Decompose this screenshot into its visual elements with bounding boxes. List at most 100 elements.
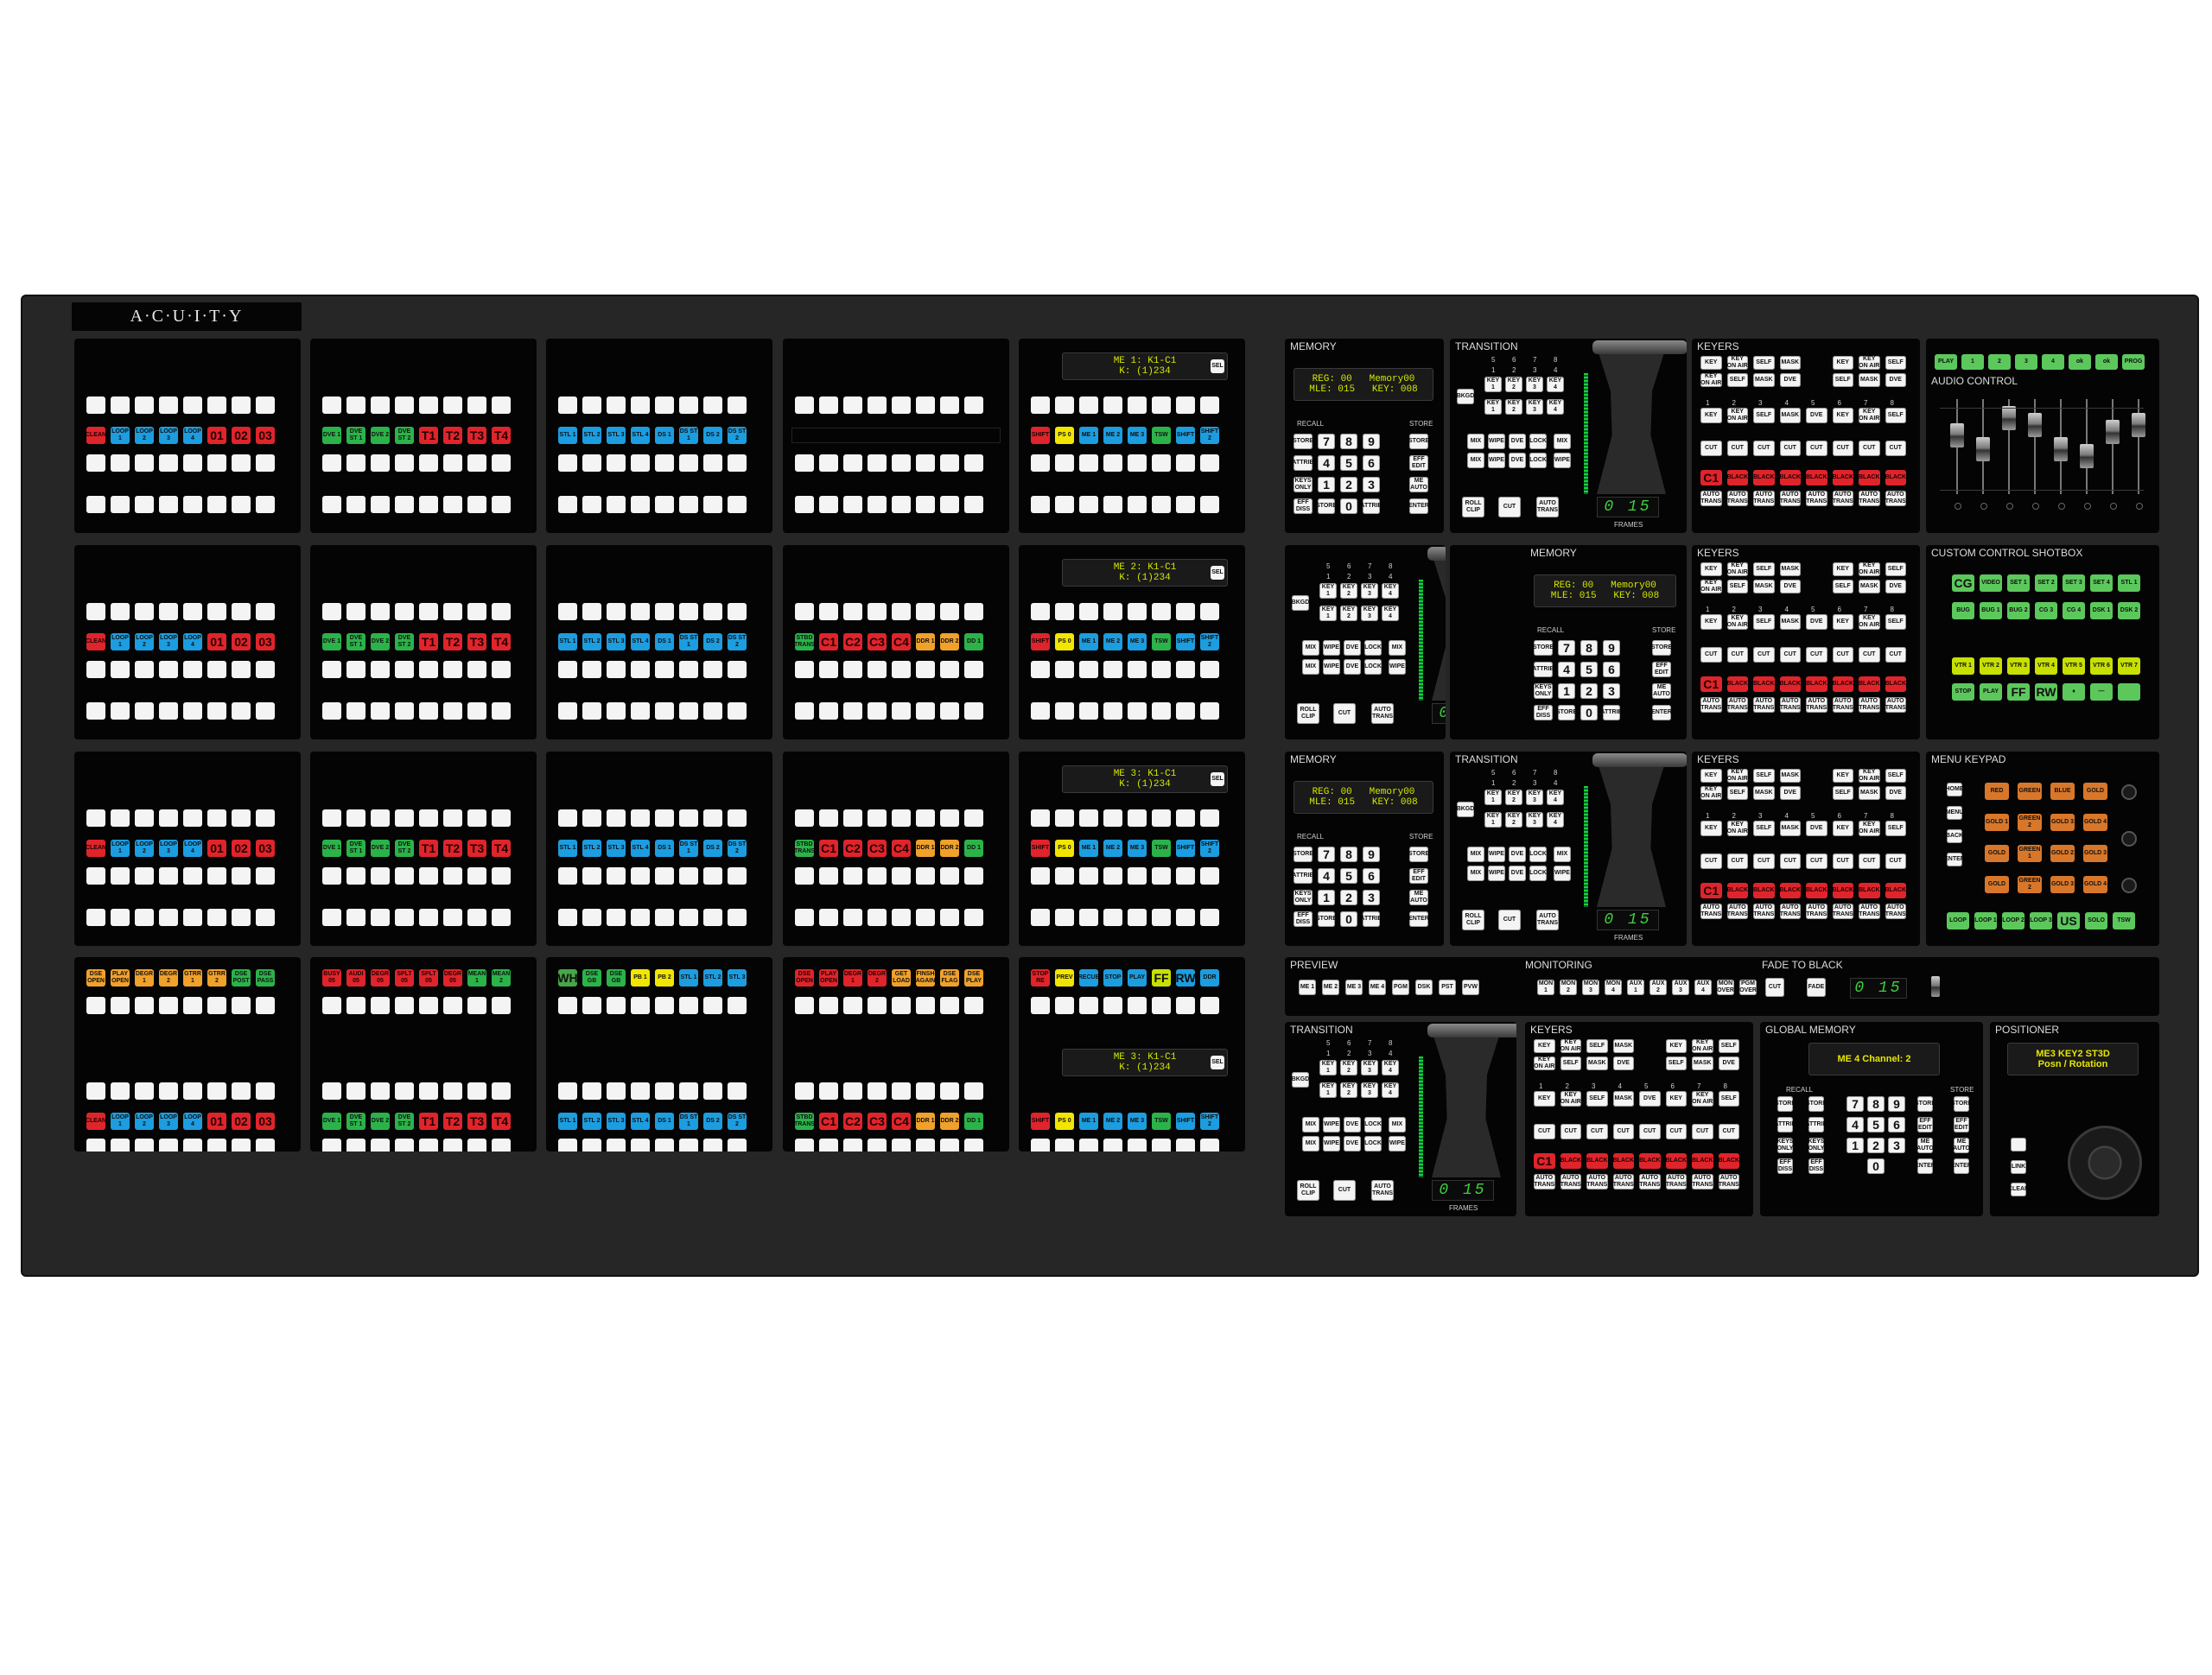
source-button[interactable]: STL 1 <box>558 840 577 857</box>
crosspoint-button-0[interactable] <box>322 1139 341 1152</box>
source-button[interactable]: 02 <box>232 840 251 857</box>
crosspoint-button-1[interactable] <box>1055 1139 1074 1152</box>
crosspoint-button-0[interactable] <box>558 1139 577 1152</box>
monitoring-button[interactable]: AUX 2 <box>1649 980 1667 995</box>
crosspoint-button-5[interactable] <box>1152 397 1171 414</box>
crosspoint-button-1[interactable] <box>111 1139 130 1152</box>
crosspoint-button-5[interactable] <box>679 1082 698 1100</box>
crosspoint-button-5[interactable] <box>207 603 226 620</box>
crosspoint-button-4[interactable] <box>892 997 911 1014</box>
crosspoint-button-5[interactable] <box>443 661 462 678</box>
keypad-side-key[interactable]: ENTER <box>1409 911 1428 927</box>
crosspoint-button-1[interactable] <box>582 661 601 678</box>
transition-key-button[interactable]: KEY 2 <box>1505 377 1522 392</box>
crosspoint-button-7[interactable] <box>492 1082 511 1100</box>
keyer-top-button[interactable]: MASK <box>1692 1056 1713 1070</box>
transport-button[interactable]: PLAY <box>1128 969 1147 987</box>
crosspoint-button-7[interactable] <box>964 997 983 1014</box>
keypad-side-key[interactable]: STORE <box>1409 847 1428 862</box>
crosspoint-button-7[interactable] <box>1200 661 1219 678</box>
transition-type-button[interactable]: LOCK <box>1529 453 1547 468</box>
keyer-cut-button[interactable]: CUT <box>1612 1124 1634 1139</box>
transition-type-button[interactable]: MIX <box>1467 453 1484 468</box>
transport-button[interactable]: RW <box>1176 969 1195 987</box>
shotbox-button[interactable]: RW <box>2035 683 2057 701</box>
menu-nav-button[interactable]: MENU <box>1947 806 1962 820</box>
crosspoint-button-7[interactable] <box>728 454 747 472</box>
source-button[interactable]: DVE ST 2 <box>395 1113 414 1130</box>
keyer-select-button[interactable]: SELF <box>1753 408 1775 423</box>
crosspoint-button-2[interactable] <box>135 496 154 513</box>
source-button[interactable]: T2 <box>443 633 462 650</box>
keyer-black-button[interactable]: BLACK <box>1806 676 1827 692</box>
source-button[interactable]: STL 3 <box>607 840 626 857</box>
crosspoint-button-2[interactable] <box>135 997 154 1014</box>
me-select-button[interactable]: SEL <box>1211 772 1224 786</box>
source-button[interactable]: DVE 1 <box>322 427 341 444</box>
crosspoint-button-0[interactable] <box>1031 454 1050 472</box>
global-keypad-key[interactable]: 0 <box>1867 1158 1885 1174</box>
shotbox-button[interactable]: CG <box>1952 574 1974 592</box>
crosspoint-button-5[interactable] <box>916 702 935 720</box>
crosspoint-button-6[interactable] <box>940 661 959 678</box>
source-button[interactable]: DS 1 <box>655 633 674 650</box>
source-button[interactable]: DSE GB <box>582 969 601 987</box>
crosspoint-button-3[interactable] <box>631 496 650 513</box>
crosspoint-button-5[interactable] <box>679 661 698 678</box>
menu-nav-button[interactable]: HOME <box>1947 783 1962 796</box>
source-button[interactable]: STL 1 <box>679 969 698 987</box>
crosspoint-button-2[interactable] <box>1079 997 1098 1014</box>
crosspoint-button-1[interactable] <box>111 603 130 620</box>
crosspoint-button-4[interactable] <box>419 997 438 1014</box>
transition-key-button[interactable]: KEY 4 <box>1547 790 1564 805</box>
source-button[interactable]: DS ST 2 <box>728 1113 747 1130</box>
crosspoint-button-4[interactable] <box>1128 454 1147 472</box>
crosspoint-button-5[interactable] <box>1152 997 1171 1014</box>
transition-type-button[interactable]: MIX <box>1467 434 1484 449</box>
positioner-button[interactable]: LINK <box>2011 1160 2026 1174</box>
keyer-top-button[interactable]: KEY <box>1700 562 1722 576</box>
transition-type-button[interactable]: MIX <box>1302 640 1319 656</box>
crosspoint-button-1[interactable] <box>346 603 365 620</box>
transition-type-button[interactable]: WIPE <box>1488 866 1505 881</box>
crosspoint-button-6[interactable] <box>1176 661 1195 678</box>
keyer-cut-button[interactable]: CUT <box>1885 853 1906 869</box>
crosspoint-button-4[interactable] <box>655 496 674 513</box>
crosspoint-button-3[interactable] <box>868 603 887 620</box>
bus-button[interactable]: ME 3 <box>1128 1113 1147 1130</box>
crosspoint-button-2[interactable] <box>607 909 626 926</box>
keypad-key[interactable]: 3 <box>1363 477 1380 492</box>
keypad-side-key[interactable]: KEYS ONLY <box>1294 477 1313 492</box>
keypad-key[interactable]: ATTRIB <box>1603 705 1620 720</box>
crosspoint-button-6[interactable] <box>232 702 251 720</box>
bus-button[interactable]: PS 0 <box>1055 840 1074 857</box>
source-button[interactable]: T3 <box>467 633 486 650</box>
crosspoint-button-2[interactable] <box>371 1139 390 1152</box>
source-button[interactable]: C3 <box>868 633 887 650</box>
crosspoint-button-3[interactable] <box>1103 1139 1122 1152</box>
keypad-side-key[interactable]: ENTER <box>1652 705 1671 720</box>
menu-keypad-button[interactable]: RED <box>1985 783 2009 800</box>
keyer-top-button[interactable]: MASK <box>1779 562 1801 576</box>
transition-action-button[interactable]: AUTO TRANS <box>1536 910 1559 930</box>
crosspoint-button-0[interactable] <box>558 496 577 513</box>
audio-fader[interactable] <box>1950 423 1964 447</box>
crosspoint-button-4[interactable] <box>892 661 911 678</box>
keypad-key[interactable]: 4 <box>1318 868 1335 884</box>
crosspoint-button-6[interactable] <box>940 702 959 720</box>
keyer-black-button[interactable]: BLACK <box>1832 883 1853 898</box>
transition-action-button[interactable]: AUTO TRANS <box>1371 1180 1394 1201</box>
keyer-auto-button[interactable]: AUTO TRANS <box>1806 697 1827 713</box>
crosspoint-button-4[interactable] <box>655 867 674 885</box>
crosspoint-button-0[interactable] <box>86 909 105 926</box>
keyer-top-button[interactable]: MASK <box>1859 786 1880 800</box>
keyer-top-button[interactable]: DVE <box>1779 580 1801 593</box>
source-button[interactable]: DSE PLAY <box>964 969 983 987</box>
crosspoint-button-2[interactable] <box>135 603 154 620</box>
menu-keypad-button[interactable]: GOLD <box>1985 845 2009 862</box>
crosspoint-button-5[interactable] <box>207 397 226 414</box>
transition-key-button[interactable]: KEY 4 <box>1547 399 1564 415</box>
menu-keypad-button[interactable]: GOLD 2 <box>2050 845 2075 862</box>
menu-keypad-button[interactable]: GREEN 1 <box>2018 845 2042 862</box>
transition-type-button[interactable]: LOCK <box>1364 1136 1382 1152</box>
